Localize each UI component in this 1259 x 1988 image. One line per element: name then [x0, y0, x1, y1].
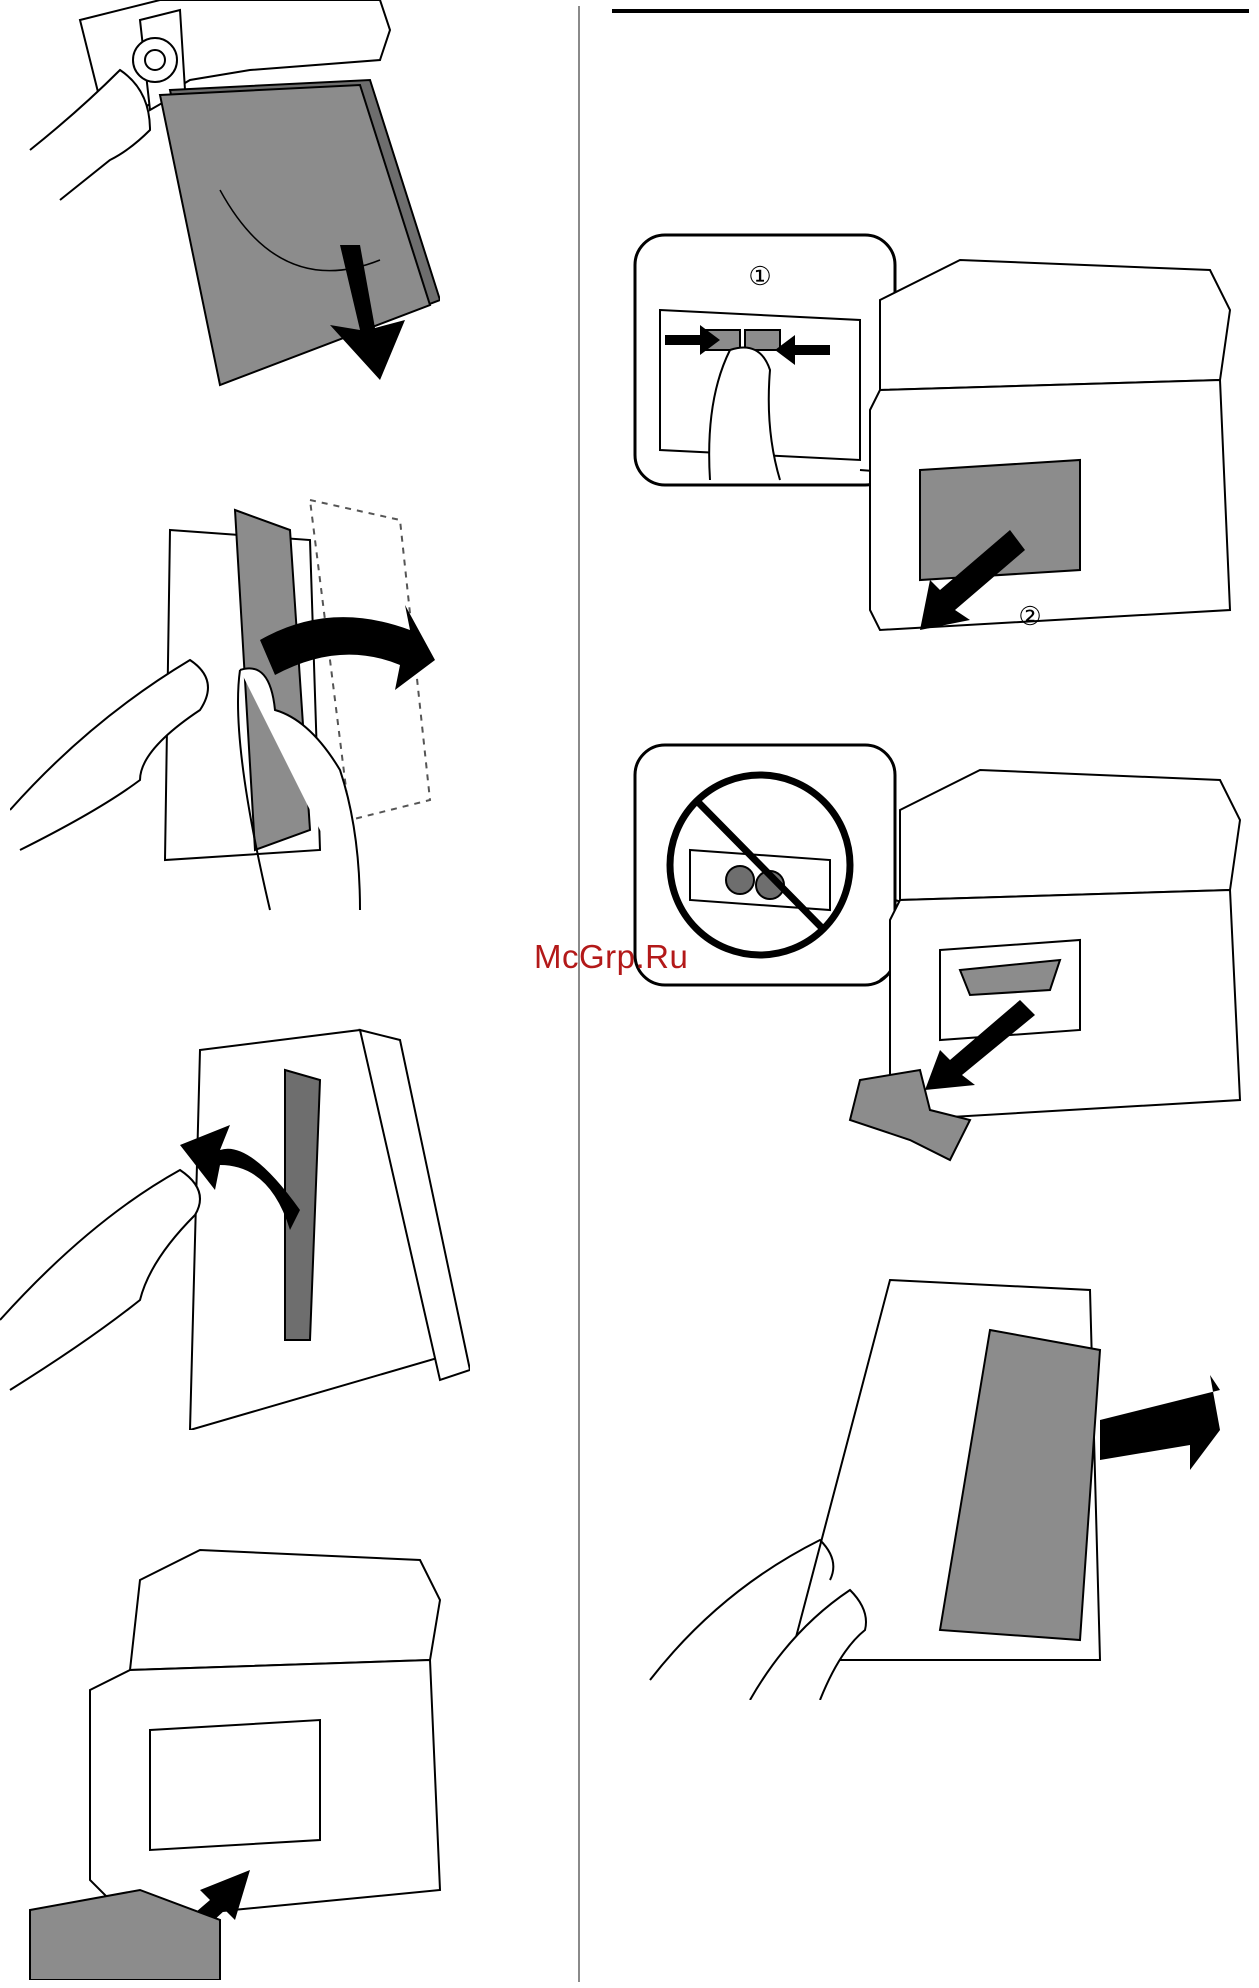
figure-remove-jam-rear: [630, 740, 1250, 1180]
figure-remove-rear-unit: ① ②: [630, 230, 1250, 650]
watermark-text: McGrp.Ru: [534, 938, 688, 976]
pull-paper-illustration: [0, 1010, 470, 1430]
figure-pull-paper: [0, 1010, 470, 1430]
remove-rear-unit-illustration: ① ②: [630, 230, 1250, 650]
figure-remove-paper: [20, 0, 440, 400]
figure-open-rear-cover: [640, 1260, 1250, 1700]
open-rear-cover-illustration: [640, 1260, 1250, 1700]
remove-jam-rear-illustration: [630, 740, 1250, 1180]
section-top-rule: [612, 9, 1249, 13]
column-divider: [578, 6, 580, 1982]
figure-open-cover: [10, 490, 460, 930]
open-cover-illustration: [10, 490, 460, 930]
figure-reinsert-unit: [20, 1540, 450, 1980]
open-arrow-icon: [1100, 1375, 1220, 1470]
remove-paper-illustration: [20, 0, 440, 400]
callout-2: ②: [1018, 601, 1041, 631]
reinsert-unit-illustration: [20, 1540, 450, 1980]
callout-1: ①: [748, 261, 771, 291]
